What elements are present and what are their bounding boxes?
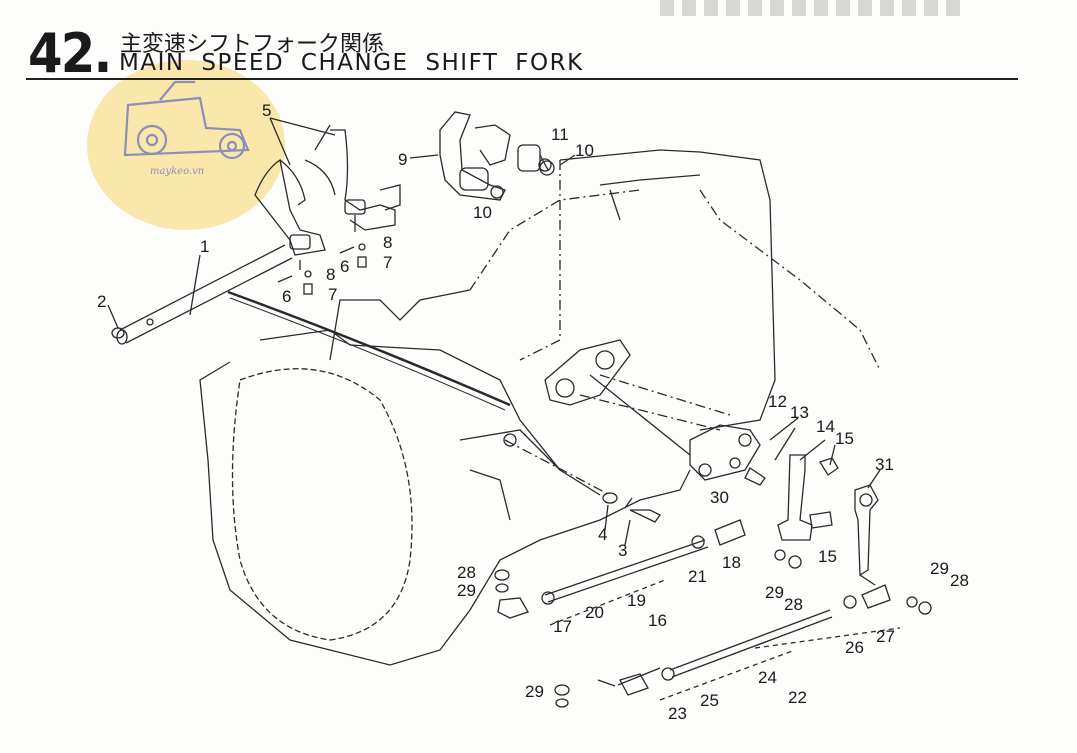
callout-label: 21	[688, 567, 707, 586]
callout-label: 28	[784, 595, 803, 614]
callout-label: 12	[768, 392, 787, 411]
callout-label: 8	[326, 265, 335, 284]
connecting-rod	[544, 539, 709, 603]
callout-label: 27	[876, 627, 895, 646]
callout-label: 25	[700, 691, 719, 710]
page-title: MAIN SPEED CHANGE SHIFT FORK	[119, 50, 584, 76]
callout-label: 20	[585, 603, 604, 622]
callout-label: 7	[383, 253, 392, 272]
callout-label: 30	[710, 488, 729, 507]
callout-label: 29	[930, 559, 949, 578]
lower-connecting-rod	[669, 609, 833, 678]
tractor-icon	[123, 80, 250, 160]
control-lever	[777, 454, 813, 541]
watermark-text: maykeo.vn	[150, 166, 205, 177]
callout-label: 3	[618, 541, 627, 560]
callout-label: 17	[553, 617, 572, 636]
callout-label: 10	[575, 141, 594, 160]
callout-label: 29	[765, 583, 784, 602]
callout-label: 1	[200, 237, 209, 256]
callout-label: 15	[835, 429, 854, 448]
callout-labels: 1 2 3 4 5 6 6 7 7 8 8 9 10 10 11 12 13 1…	[97, 101, 969, 723]
bolt	[624, 497, 661, 523]
callout-label: 18	[722, 553, 741, 572]
shift-fork-pair	[254, 124, 401, 256]
o-ring	[539, 160, 555, 176]
callout-label: 16	[648, 611, 667, 630]
callout-label: 9	[398, 150, 407, 169]
callout-label: 29	[457, 581, 476, 600]
callout-label: 7	[328, 285, 337, 304]
callout-label: 14	[816, 417, 835, 436]
callout-label: 23	[668, 704, 687, 723]
callout-label: 2	[97, 292, 106, 311]
callout-label: 8	[383, 233, 392, 252]
shift-arm	[439, 111, 506, 201]
callout-label: 10	[473, 203, 492, 222]
washer	[602, 492, 618, 504]
callout-label: 13	[790, 403, 809, 422]
callout-label: 26	[845, 638, 864, 657]
upper-shift-lever	[854, 484, 879, 577]
faint-header-residue	[660, 0, 960, 16]
callout-label: 11	[551, 125, 569, 144]
callout-label: 6	[340, 257, 349, 276]
callout-label: 28	[457, 563, 476, 582]
shift-rod	[119, 244, 293, 344]
watermark-badge	[87, 60, 285, 230]
callout-label: 28	[950, 571, 969, 590]
linkage-bracket	[544, 339, 631, 406]
page-title-japanese: 主変速シフトフォーク関係	[120, 32, 385, 57]
header-rule	[26, 78, 1018, 80]
housing-outline	[199, 361, 691, 666]
section-number: 42.	[28, 22, 112, 85]
callout-label: 6	[282, 287, 291, 306]
callout-label: 4	[598, 525, 607, 544]
callout-label: 5	[262, 101, 271, 120]
callout-label: 22	[788, 688, 807, 707]
callout-label: 24	[758, 668, 777, 687]
callout-label: 31	[875, 455, 894, 474]
callout-label: 29	[525, 682, 544, 701]
callout-label: 19	[627, 591, 646, 610]
callout-label: 15	[818, 547, 837, 566]
